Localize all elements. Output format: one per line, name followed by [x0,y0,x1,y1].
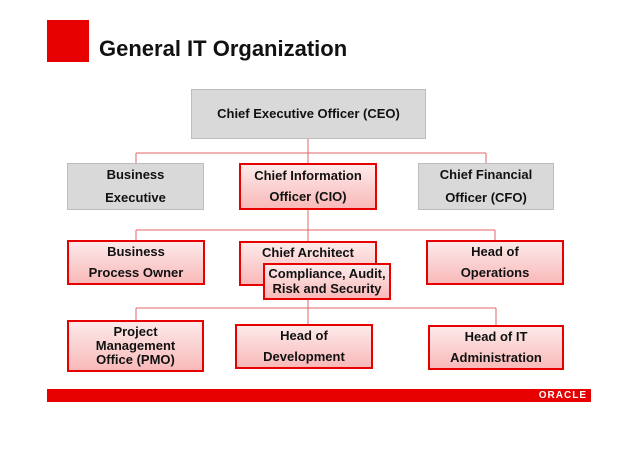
head-of-operations-box: Head of Operations [426,240,564,285]
head-of-it-administration-line-2: Administration [450,349,542,365]
business-executive-line-1: Business [106,167,165,183]
business-process-owner-box: Business Process Owner [67,240,205,285]
head-of-operations-line-1: Head of [471,244,519,260]
ceo-label: Chief Executive Officer (CEO) [217,105,400,121]
business-executive-line-2: Executive [105,189,166,205]
chief-architect-label: Chief Architect [262,245,354,260]
cfo-line-1: Chief Financial [439,167,533,183]
head-of-it-administration-box: Head of IT Administration [428,325,564,370]
cfo-box: Chief Financial Officer (CFO) [418,163,554,210]
head-of-operations-line-2: Operations [460,264,530,280]
compliance-box: Compliance, Audit, Risk and Security [263,263,391,300]
pmo-line-3: Office (PMO) [96,352,175,368]
business-process-owner-line-2: Process Owner [88,264,184,280]
compliance-line-1: Compliance, Audit, [268,266,386,282]
head-of-development-line-1: Head of [280,328,328,344]
slide-title: General IT Organization [99,36,348,61]
compliance-line-2: Risk and Security [272,280,382,296]
head-of-development-line-2: Development [263,348,345,364]
cio-line-1: Chief Information [254,167,362,183]
pmo-box: Project Management Office (PMO) [67,320,204,372]
head-of-development-box: Head of Development [235,324,373,369]
cio-box: Chief Information Officer (CIO) [239,163,377,210]
pmo-line-2: Management [95,337,176,353]
ceo-box: Chief Executive Officer (CEO) [191,89,426,139]
footer-bar: ORACLE [47,389,591,402]
business-executive-box: Business Executive [67,163,204,210]
cio-line-2: Officer (CIO) [269,189,347,205]
title-accent-square [47,20,89,62]
pmo-line-1: Project [113,323,158,339]
oracle-logo: ORACLE [538,390,587,401]
business-process-owner-line-1: Business [107,244,165,260]
head-of-it-administration-line-1: Head of IT [464,329,528,345]
cfo-line-2: Officer (CFO) [445,189,527,205]
